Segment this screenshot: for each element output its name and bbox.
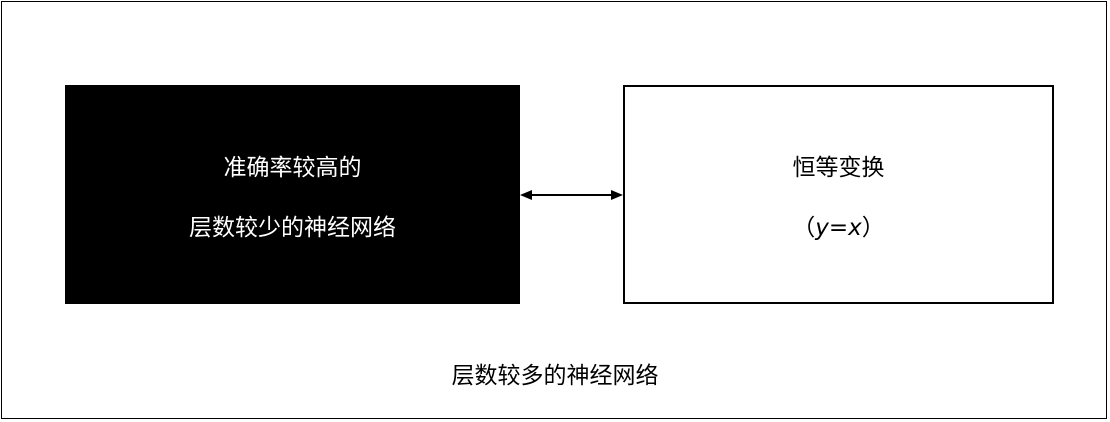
identity-mapping-title: 恒等变换 (792, 154, 885, 181)
formula-equals: = (828, 214, 849, 241)
shallow-network-line2: 层数较少的神经网络 (189, 214, 396, 241)
identity-mapping-box: 恒等变换 （y=x） (623, 85, 1054, 304)
shallow-network-line1: 准确率较高的 (223, 154, 362, 181)
formula-x: x (848, 214, 862, 241)
double-arrow-icon (520, 190, 623, 200)
paren-open: （ (792, 214, 816, 241)
formula-y: y (815, 214, 829, 241)
paren-close: ） (861, 214, 885, 241)
deep-network-caption: 层数较多的神经网络 (451, 363, 659, 389)
identity-formula: （y=x） (792, 208, 885, 242)
shallow-network-box: 准确率较高的 层数较少的神经网络 (65, 85, 520, 304)
